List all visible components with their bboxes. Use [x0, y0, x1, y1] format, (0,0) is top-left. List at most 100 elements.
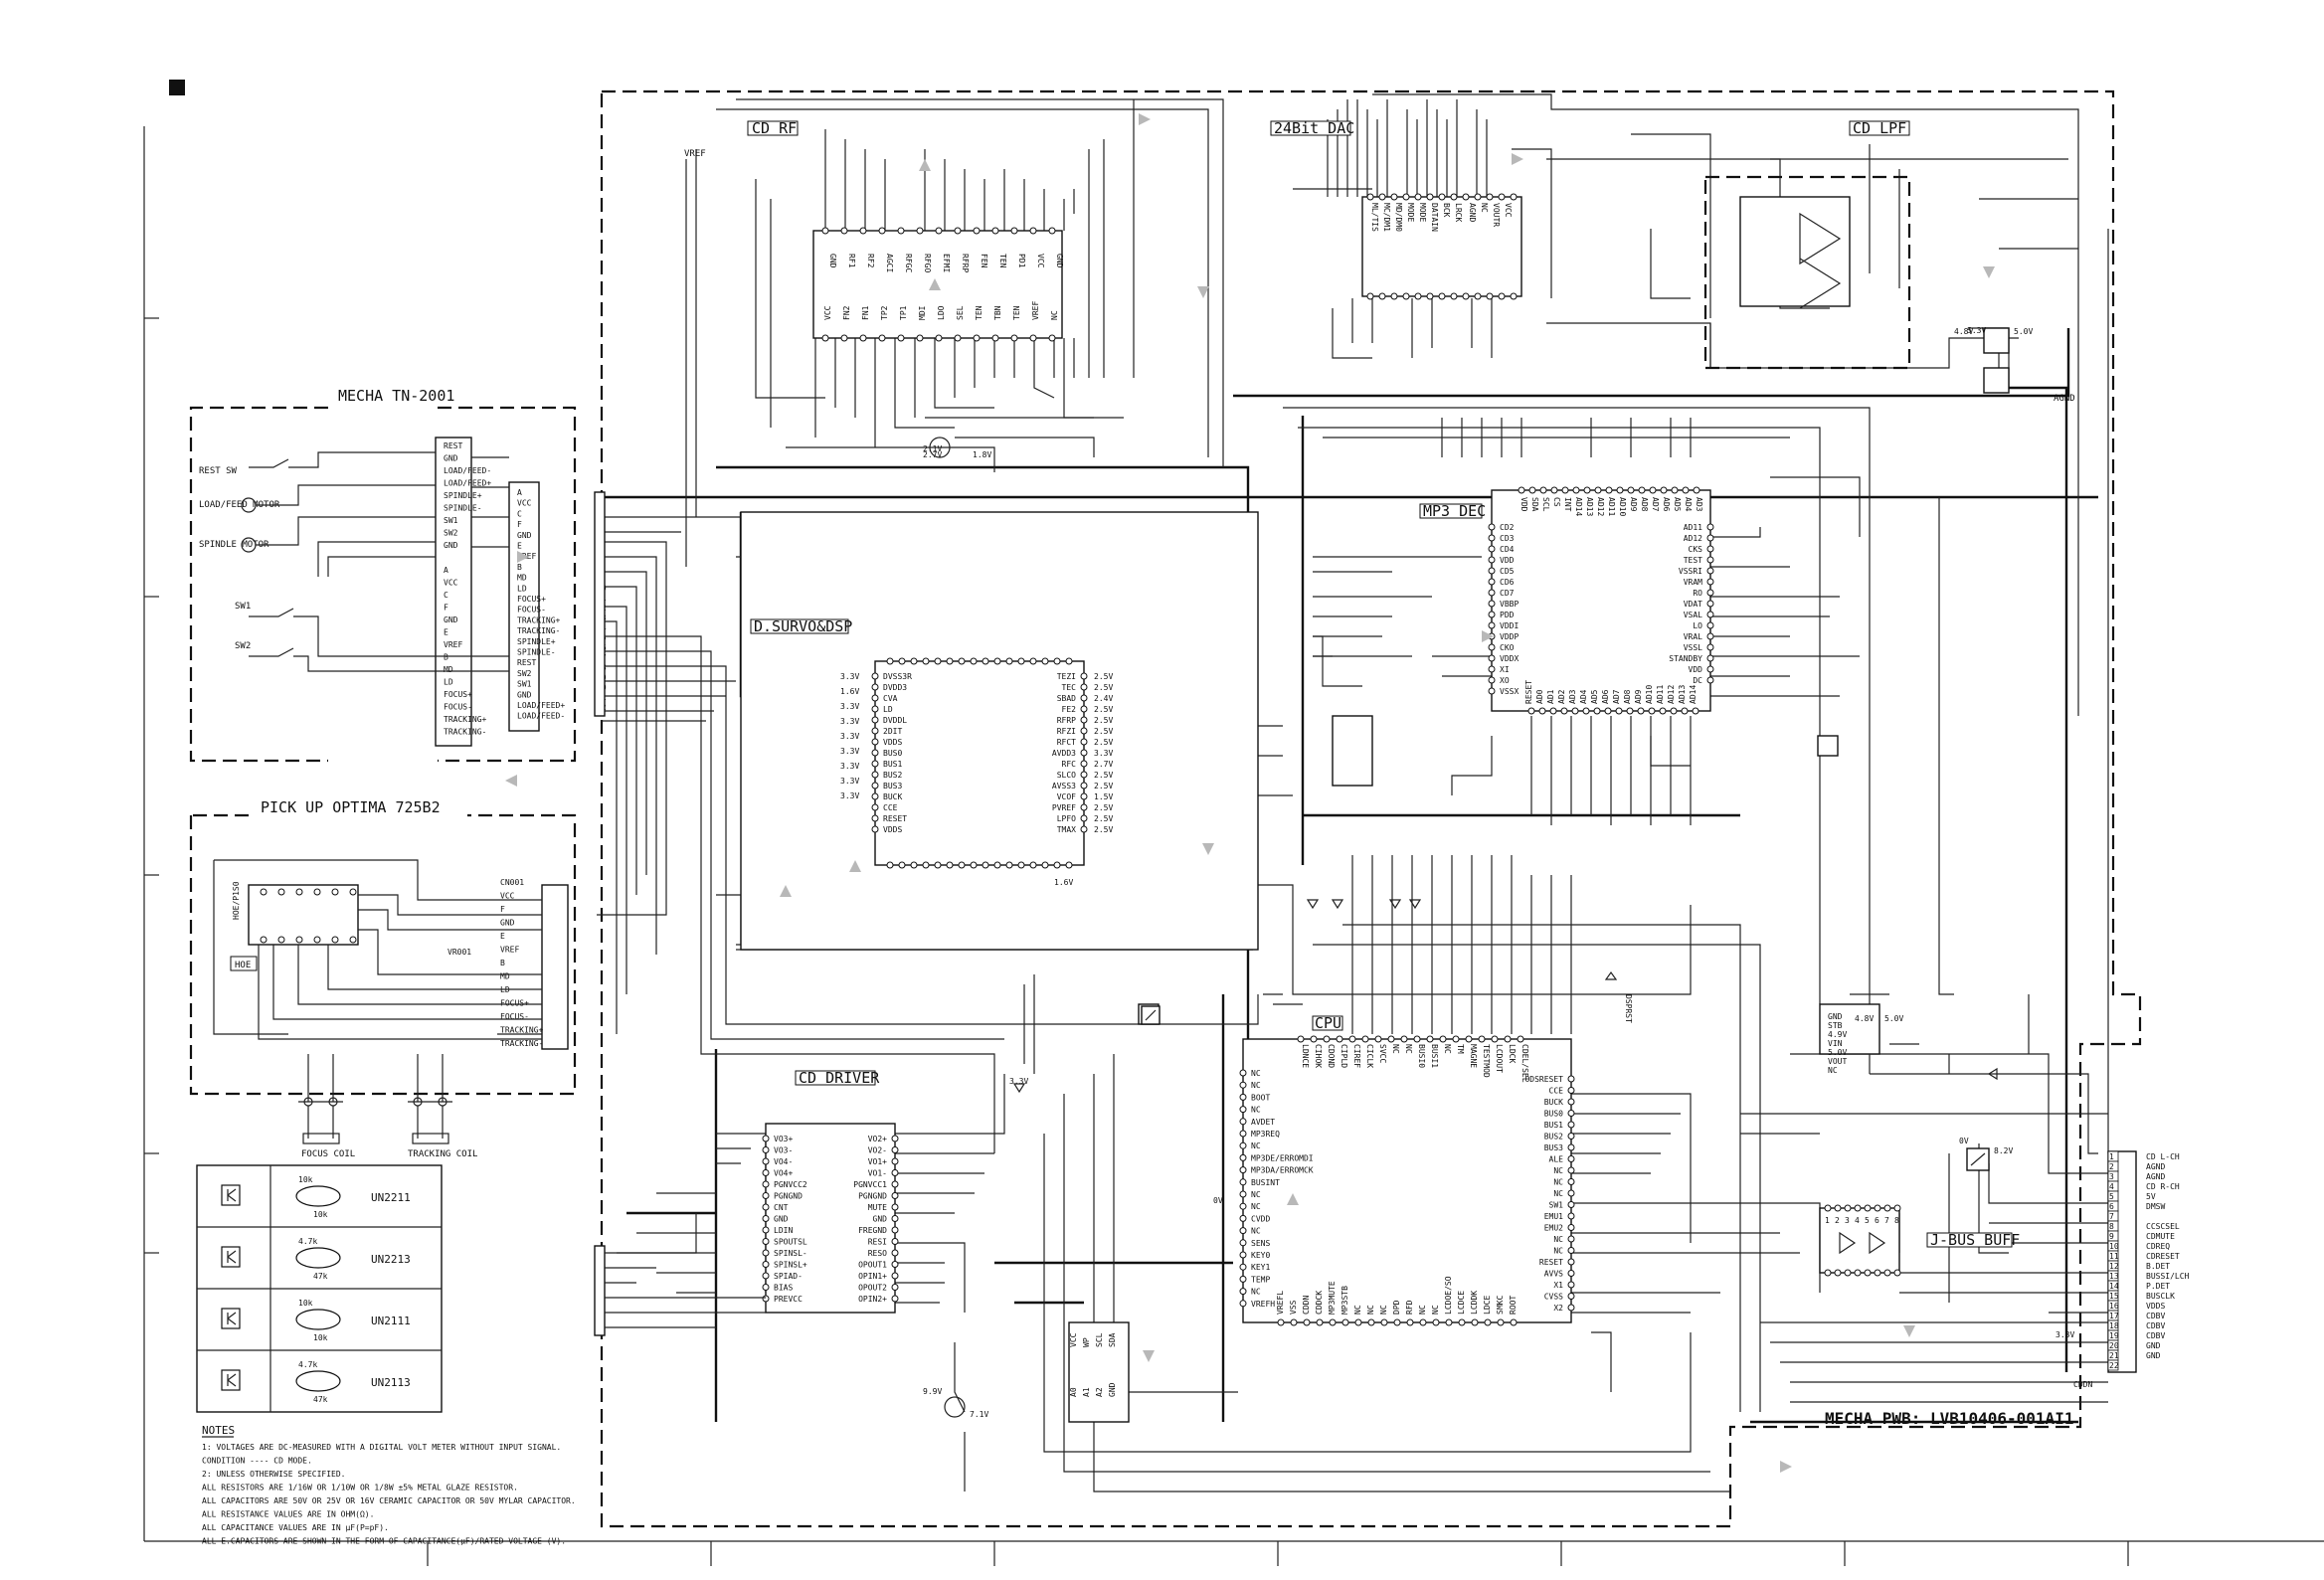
pin-marker: [1390, 292, 1398, 300]
pin-label: MD: [517, 574, 527, 583]
pin-marker: [1080, 672, 1088, 680]
pin-marker: [871, 683, 879, 691]
pin-label: VCC: [444, 579, 458, 588]
dsprst-label: DSPRST: [1624, 994, 1633, 1023]
pin-marker: [891, 1146, 899, 1153]
pin-label: FOCUS-: [517, 606, 546, 614]
pin-label: CVDD: [1251, 1214, 1270, 1223]
pin-label: 1.6V: [840, 687, 859, 696]
pin-label: SCL: [1095, 1332, 1104, 1347]
pin-label: MUTE: [868, 1203, 887, 1212]
pin-label: A2: [1095, 1387, 1104, 1397]
pin-label: RESO: [868, 1249, 887, 1258]
pin-marker: [1239, 1141, 1247, 1149]
pin-marker: [897, 334, 905, 342]
pin-label: RFZI: [1057, 727, 1076, 736]
pin-label: LDNCE: [1301, 1044, 1310, 1068]
pin-marker: [1239, 1251, 1247, 1259]
pin-label: DVDDL: [883, 716, 907, 725]
pin-label: VBBP: [1500, 600, 1519, 609]
pin-label: AD13: [1678, 685, 1687, 704]
pin-label: VREFL: [1276, 1291, 1285, 1315]
output-signal-label: 5V: [2146, 1192, 2156, 1201]
pin-label: AD8: [1640, 497, 1649, 512]
pin-marker: [1239, 1214, 1247, 1222]
pin-label: LDCK: [1508, 1044, 1517, 1063]
pin-marker: [954, 227, 962, 235]
pin-marker: [1484, 1318, 1492, 1326]
pin-marker: [946, 657, 954, 665]
pin-marker: [1682, 486, 1690, 494]
pin-label: 2: UNLESS OTHERWISE SPECIFIED.: [202, 1470, 346, 1479]
pin-label: ML/TIS: [1370, 203, 1379, 232]
pin-marker: [1303, 1318, 1311, 1326]
pin-label: ALL CAPACITORS ARE 50V OR 25V OR 16V CER…: [202, 1496, 576, 1505]
pin-marker: [1080, 771, 1088, 779]
svg-text:1.8V: 1.8V: [973, 450, 991, 459]
pin-label: CD6: [1500, 578, 1515, 587]
pin-label: F: [444, 604, 448, 613]
pin-marker: [1488, 567, 1496, 575]
pin-label: DC: [1693, 676, 1702, 685]
pin-label: PDD: [1500, 611, 1515, 619]
pin-label: TEMP: [1251, 1275, 1270, 1284]
pin-marker: [1486, 193, 1494, 201]
pin-marker: [871, 760, 879, 768]
pin-marker: [1239, 1227, 1247, 1235]
pin-label: KEY1: [1251, 1263, 1270, 1272]
pin-label: TRACKING-: [444, 728, 486, 737]
output-signal-label: CCSCSEL: [2146, 1222, 2180, 1231]
pin-marker: [871, 716, 879, 724]
pin-label: AD4: [1579, 689, 1588, 704]
pin-label: NC: [1251, 1106, 1261, 1115]
output-signal-label: VDDS: [2146, 1302, 2165, 1311]
pin-label: SPINDLE-: [517, 648, 556, 657]
pin-marker: [1080, 814, 1088, 822]
pin-marker: [1323, 1035, 1331, 1043]
pin-marker: [1010, 227, 1018, 235]
transistor-part-number: UN2213: [371, 1253, 411, 1266]
page-frame: [143, 80, 2324, 1566]
pin-marker: [1471, 1318, 1479, 1326]
pin-label: NC: [1553, 1178, 1563, 1187]
pin-label: MODE: [1406, 203, 1415, 222]
pin-marker: [910, 657, 918, 665]
pin-marker: [1080, 683, 1088, 691]
pin-label: VDDS: [883, 738, 902, 747]
pin-label: SLCO: [1057, 771, 1076, 780]
pin-marker: [1488, 556, 1496, 564]
pin-marker: [1864, 1204, 1872, 1212]
pin-label: 2: [2109, 1162, 2114, 1171]
pin-label: CD2: [1500, 523, 1515, 532]
pin-label: 8: [1894, 1216, 1899, 1225]
pin-label: AD14: [1574, 497, 1583, 516]
pin-marker: [871, 672, 879, 680]
pin-marker: [1693, 486, 1700, 494]
pin-label: VDDS: [883, 825, 902, 834]
pin-marker: [1005, 861, 1013, 869]
pin-label: 3: [2109, 1172, 2114, 1181]
pin-marker: [1029, 227, 1037, 235]
pin-label: SENS: [1251, 1239, 1270, 1248]
misc-voltages: 2.1V 2.7V 1.8V 9.9V 7.1V 3.3V 4.8V 5.0V …: [684, 149, 2092, 1419]
svg-text:HOE/P1S0: HOE/P1S0: [232, 881, 241, 920]
pin-label: SPINDLE-: [444, 504, 482, 513]
pin-marker: [1439, 1035, 1447, 1043]
mecha-module: MECHA TN-2001 RESTGNDLOAD/FEED-LOAD/FEED…: [189, 387, 607, 763]
transistor-symbol-icon: [221, 1369, 241, 1391]
pin-marker: [1029, 657, 1037, 665]
pin-marker: [1053, 861, 1061, 869]
pin-label: VO2-: [868, 1146, 887, 1155]
pin-marker: [871, 749, 879, 757]
pin-marker: [1438, 193, 1446, 201]
pin-marker: [1567, 1212, 1575, 1220]
pin-label: B: [517, 563, 522, 572]
resistor-value-bottom: 47k: [313, 1395, 328, 1404]
pin-label: SDA: [1108, 1332, 1117, 1347]
pin-label: MODE: [1418, 203, 1427, 222]
pin-marker: [1239, 1275, 1247, 1283]
pin-marker: [1567, 1304, 1575, 1312]
pin-label: VDD: [1500, 556, 1515, 565]
